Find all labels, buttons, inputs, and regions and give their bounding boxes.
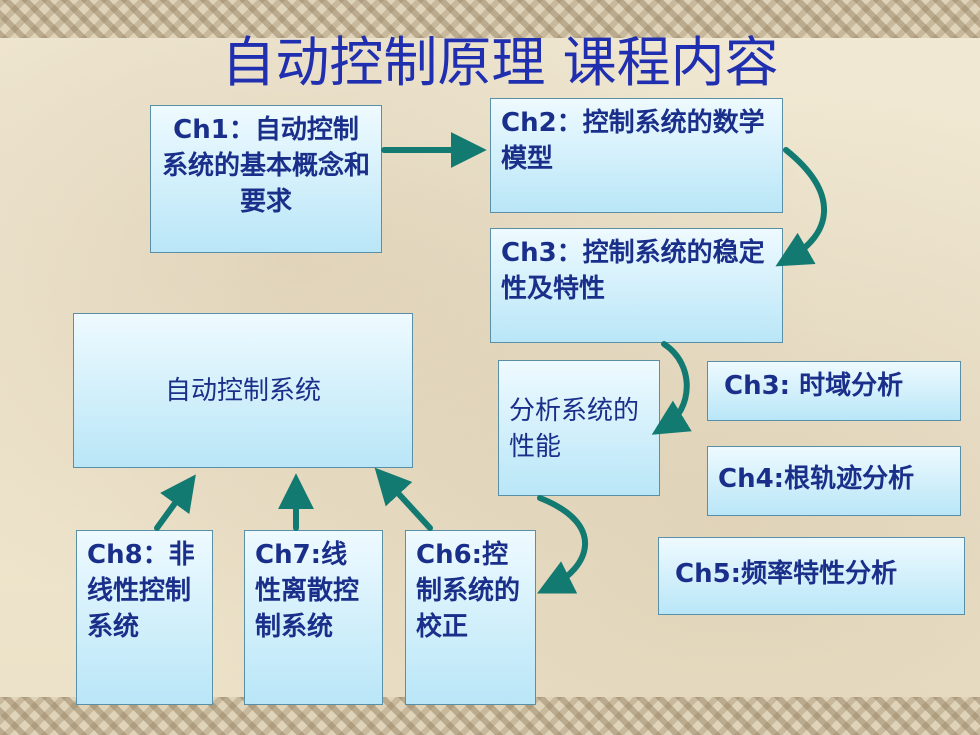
arrow-analysis-to-ch6 <box>536 495 588 594</box>
box-ch3: Ch3：控制系统的稳定性及特性 <box>490 228 783 343</box>
box-control-system: 自动控制系统 <box>73 313 413 468</box>
box-ch7: Ch7:线性离散控制系统 <box>244 530 383 705</box>
box-ch2: Ch2：控制系统的数学模型 <box>490 98 783 213</box>
box-ch5-frequency: Ch5:频率特性分析 <box>658 537 965 615</box>
box-ch4-root-locus: Ch4:根轨迹分析 <box>707 446 961 516</box>
box-ch6: Ch6:控制系统的校正 <box>405 530 536 705</box>
decorative-border-top <box>0 0 980 38</box>
slide-title: 自动控制原理 课程内容 <box>221 31 779 94</box>
box-ch1: Ch1：自动控制系统的基本概念和要求 <box>150 105 382 253</box>
arrow-ch2-to-ch3 <box>775 147 828 267</box>
arrow-ch3-to-analysis <box>651 341 692 435</box>
arrow-ch8-to-system <box>154 474 196 531</box>
arrow-ch6-to-system <box>374 467 433 531</box>
box-system-performance: 分析系统的性能 <box>498 360 660 496</box>
box-ch3-time-domain: Ch3: 时域分析 <box>707 361 961 421</box>
box-ch8: Ch8：非线性控制系统 <box>76 530 213 705</box>
